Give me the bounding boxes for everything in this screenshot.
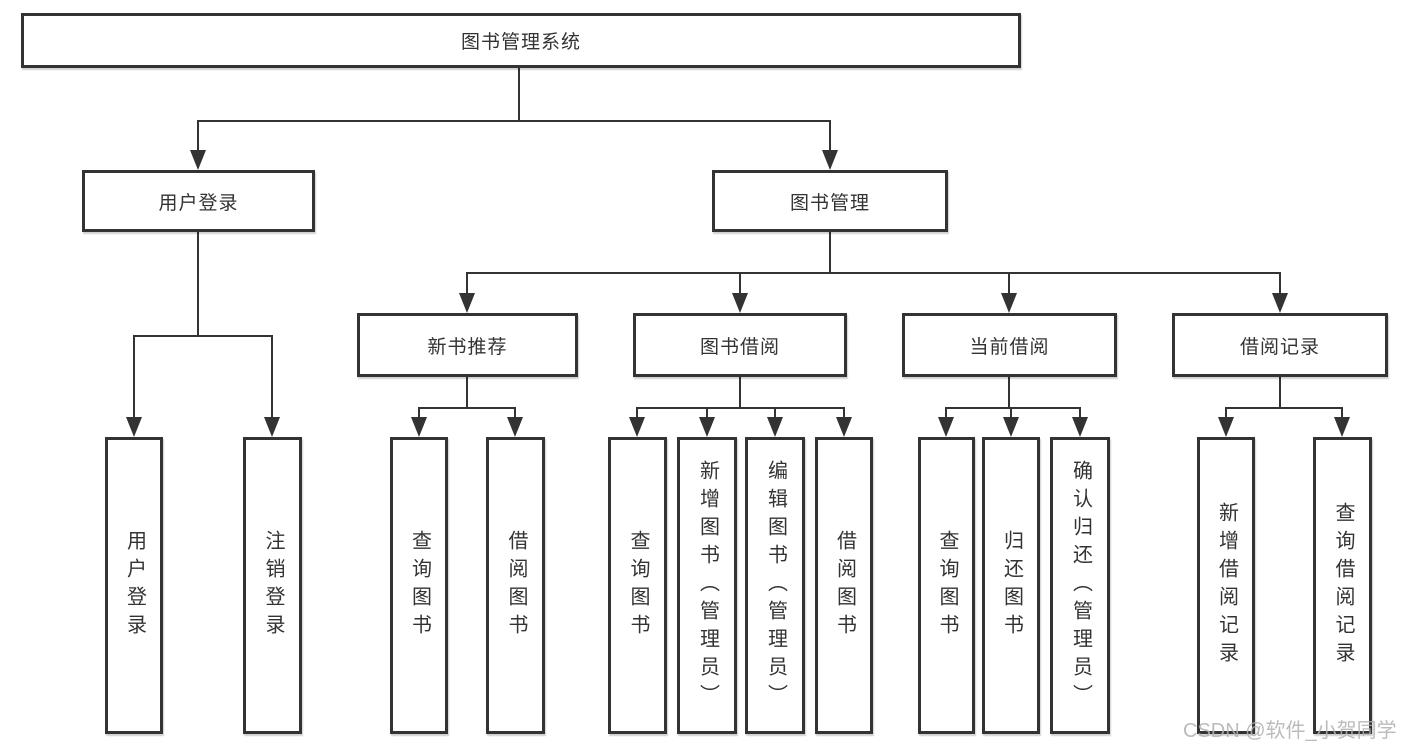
connector-book-management-drop (829, 120, 831, 154)
leaf-borrow-book-borrowing-label: 借阅图书 (833, 529, 856, 642)
connector-book-management-stem (829, 232, 831, 274)
leaf-user-login: 用户登录 (105, 437, 163, 734)
connector-leaf-drop (133, 335, 135, 421)
arrow-down-icon (1072, 417, 1088, 437)
arrow-down-icon (1334, 417, 1350, 437)
node-book-borrowing-label: 图书借阅 (699, 336, 780, 358)
connector-leaf-drop (706, 407, 708, 421)
connector-user-login-stem (197, 232, 199, 337)
connector-leaf-drop (271, 335, 273, 421)
connector-leaf-drop (1225, 407, 1227, 421)
arrow-down-icon (1001, 293, 1017, 313)
connector-borrowing-records-stem (1279, 377, 1281, 409)
node-book-management-label: 图书管理 (789, 192, 870, 214)
node-root: 图书管理系统 (21, 13, 1021, 68)
connector-leaf-drop (945, 407, 947, 421)
connector-user-login-drop (197, 120, 199, 154)
connector-level2-rail (197, 120, 831, 122)
node-current-borrowing-label: 当前借阅 (969, 336, 1050, 358)
arrow-down-icon (699, 417, 715, 437)
leaf-add-book-admin-label: 新增图书（管理员） (696, 459, 719, 712)
node-borrowing-records: 借阅记录 (1172, 313, 1388, 377)
connector-leaf-drop (1010, 407, 1012, 421)
connector-current-borrowing-stem (1008, 377, 1010, 409)
node-borrowing-records-label: 借阅记录 (1239, 336, 1320, 358)
connector-leaf-drop (514, 407, 516, 421)
leaf-edit-book-admin: 编辑图书（管理员） (745, 437, 805, 734)
connector-leaf-drop (418, 407, 420, 421)
leaf-borrow-book-borrowing: 借阅图书 (815, 437, 873, 734)
arrow-down-icon (1272, 293, 1288, 313)
watermark: CSDN @软件_小贺同学 (1183, 720, 1397, 742)
arrow-down-icon (459, 293, 475, 313)
arrow-down-icon (411, 417, 427, 437)
node-new-book-recommend-label: 新书推荐 (427, 336, 508, 358)
connector-new-book-drop (466, 272, 468, 298)
leaf-add-book-admin: 新增图书（管理员） (677, 437, 737, 734)
leaf-return-book-label: 归还图书 (1000, 529, 1023, 642)
leaf-query-book-borrowing: 查询图书 (608, 437, 667, 734)
leaf-add-borrow-record-label: 新增借阅记录 (1215, 501, 1238, 670)
leaf-query-book-current: 查询图书 (918, 437, 975, 734)
connector-leaf-drop (774, 407, 776, 421)
leaf-add-borrow-record: 新增借阅记录 (1197, 437, 1255, 734)
arrow-down-icon (732, 293, 748, 313)
node-user-login: 用户登录 (82, 170, 315, 232)
arrow-down-icon (1218, 417, 1234, 437)
connector-new-book-stem (466, 377, 468, 409)
connector-borrowing-records-drop (1279, 272, 1281, 298)
leaf-query-book-recommend: 查询图书 (390, 437, 448, 734)
connector-leaf-drop (636, 407, 638, 421)
node-new-book-recommend: 新书推荐 (357, 313, 578, 377)
arrow-down-icon (938, 417, 954, 437)
connector-leaf-drop (843, 407, 845, 421)
arrow-down-icon (629, 417, 645, 437)
connector-current-borrowing-drop (1008, 272, 1010, 298)
arrow-down-icon (190, 150, 206, 170)
connector-book-borrowing-stem (739, 377, 741, 409)
leaf-query-book-recommend-label: 查询图书 (408, 529, 431, 642)
node-book-management: 图书管理 (712, 170, 948, 232)
arrow-down-icon (767, 417, 783, 437)
arrow-down-icon (264, 417, 280, 437)
leaf-query-book-borrowing-label: 查询图书 (627, 529, 649, 642)
arrow-down-icon (507, 417, 523, 437)
leaf-return-book: 归还图书 (982, 437, 1040, 734)
leaf-confirm-return-admin-label: 确认归还（管理员） (1069, 459, 1092, 712)
connector-leaf-drop (1079, 407, 1081, 421)
leaf-confirm-return-admin: 确认归还（管理员） (1050, 437, 1110, 734)
connector-group-b-rail (418, 407, 516, 409)
connector-level3-rail (466, 272, 1281, 274)
leaf-borrow-book-recommend-label: 借阅图书 (505, 529, 527, 642)
connector-group-a-rail (133, 335, 273, 337)
node-root-label: 图书管理系统 (460, 32, 581, 53)
leaf-query-borrow-record: 查询借阅记录 (1313, 437, 1372, 734)
connector-root-stem (518, 68, 520, 122)
node-current-borrowing: 当前借阅 (902, 313, 1117, 377)
node-user-login-label: 用户登录 (158, 192, 239, 214)
arrow-down-icon (126, 417, 142, 437)
arrow-down-icon (822, 150, 838, 170)
arrow-down-icon (836, 417, 852, 437)
leaf-query-book-current-label: 查询图书 (936, 529, 958, 642)
leaf-borrow-book-recommend: 借阅图书 (486, 437, 545, 734)
connector-group-e-rail (1225, 407, 1343, 409)
leaf-query-borrow-record-label: 查询借阅记录 (1332, 501, 1354, 670)
connector-book-borrowing-drop (739, 272, 741, 298)
node-book-borrowing: 图书借阅 (633, 313, 847, 377)
connector-group-c-rail (636, 407, 845, 409)
connector-leaf-drop (1341, 407, 1343, 421)
leaf-logout: 注销登录 (243, 437, 302, 734)
arrow-down-icon (1003, 417, 1019, 437)
leaf-logout-label: 注销登录 (262, 529, 284, 642)
connector-group-d-rail (945, 407, 1081, 409)
leaf-user-login-label: 用户登录 (123, 529, 146, 642)
leaf-edit-book-admin-label: 编辑图书（管理员） (764, 459, 787, 712)
